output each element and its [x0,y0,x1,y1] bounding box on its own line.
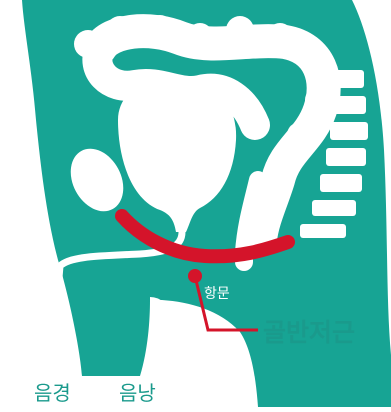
label-anus: 항문 [204,283,230,303]
scrotum-outline [150,300,168,376]
label-penis: 음경 [34,377,71,406]
label-pelvic-floor-muscle: 골반저근 [263,313,355,349]
label-scrotum: 음낭 [119,377,156,406]
label-bladder: 방광 [152,128,192,160]
label-pubic-bone: 치골 [79,169,107,190]
